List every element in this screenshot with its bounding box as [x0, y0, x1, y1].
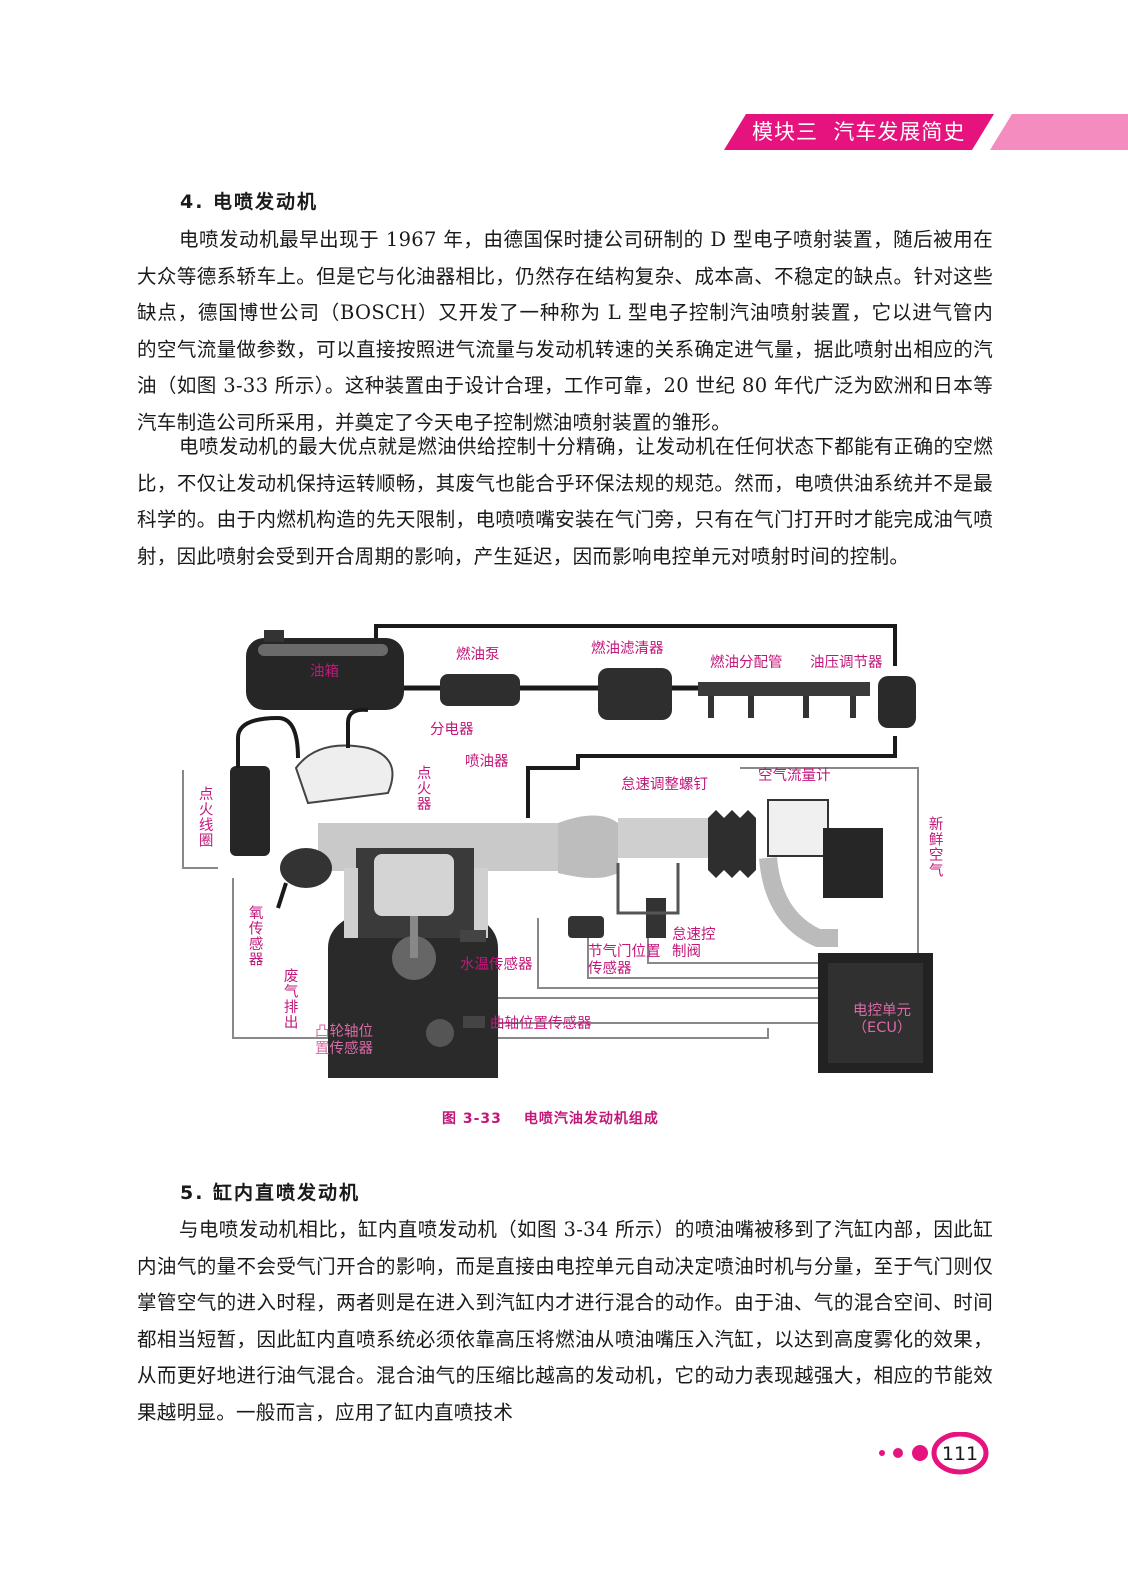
- page-number-decoration: [870, 1431, 990, 1476]
- figure-efi-engine: 油箱 燃油泵 燃油滤清器 燃油分配管 油压调节器 分电器 喷油器 点火器 点火线…: [178, 618, 948, 1094]
- label-cam-sensor: 凸轮轴位置传感器: [315, 1024, 373, 1057]
- label-air-flow-meter: 空气流量计: [758, 768, 831, 784]
- efi-engine-diagram: [182, 624, 933, 1078]
- label-distributor: 分电器: [430, 722, 474, 738]
- label-fuel-tank: 油箱: [310, 664, 339, 680]
- section-4-paragraph-2: 电喷发动机的最大优点就是燃油供给控制十分精确，让发动机在任何状态下都能有正确的空…: [137, 435, 993, 568]
- chapter-name: 汽车发展简史: [833, 120, 966, 144]
- label-fuel-filter: 燃油滤清器: [591, 641, 664, 657]
- page-number: 111: [941, 1443, 979, 1465]
- section-5-title: 5. 缸内直喷发动机: [180, 1182, 361, 1204]
- label-o2-sensor: 氧传感器: [246, 905, 263, 967]
- caption-text: 电喷汽油发动机组成: [523, 1111, 659, 1127]
- label-crank-sensor: 曲轴位置传感器: [490, 1016, 592, 1032]
- label-fuel-pump: 燃油泵: [456, 647, 500, 663]
- label-fuel-rail: 燃油分配管: [710, 655, 783, 671]
- section-4-title: 4. 电喷发动机: [180, 191, 319, 213]
- module-name: 模块三: [752, 120, 818, 144]
- label-idle-valve: 怠速控制阀: [672, 927, 716, 960]
- label-fresh-air: 新鲜空气: [926, 816, 943, 878]
- header-title: 模块三 汽车发展简史: [752, 114, 965, 150]
- section-5-paragraph-1: 与电喷发动机相比，缸内直喷发动机（如图 3-34 所示）的喷油嘴被移到了汽缸内部…: [137, 1218, 993, 1424]
- label-pressure-regulator: 油压调节器: [810, 655, 883, 671]
- label-ignition-coil: 点火线圈: [196, 786, 213, 848]
- label-ecu: 电控单元（ECU）: [852, 1003, 912, 1036]
- header-band: [724, 114, 1128, 150]
- label-throttle-sensor: 节气门位置传感器: [588, 944, 661, 977]
- label-injector: 喷油器: [465, 754, 509, 770]
- label-idle-screw: 怠速调整螺钉: [621, 777, 708, 793]
- section-4-paragraph-1: 电喷发动机最早出现于 1967 年，由德国保时捷公司研制的 D 型电子喷射装置，…: [137, 228, 993, 434]
- caption-number: 图 3-33: [442, 1111, 502, 1127]
- label-coolant-sensor: 水温传感器: [460, 957, 533, 973]
- label-exhaust: 废气排出: [281, 968, 298, 1030]
- figure-caption: 图 3-33 电喷汽油发动机组成: [442, 1108, 659, 1128]
- label-spark-plug: 点火器: [414, 765, 431, 812]
